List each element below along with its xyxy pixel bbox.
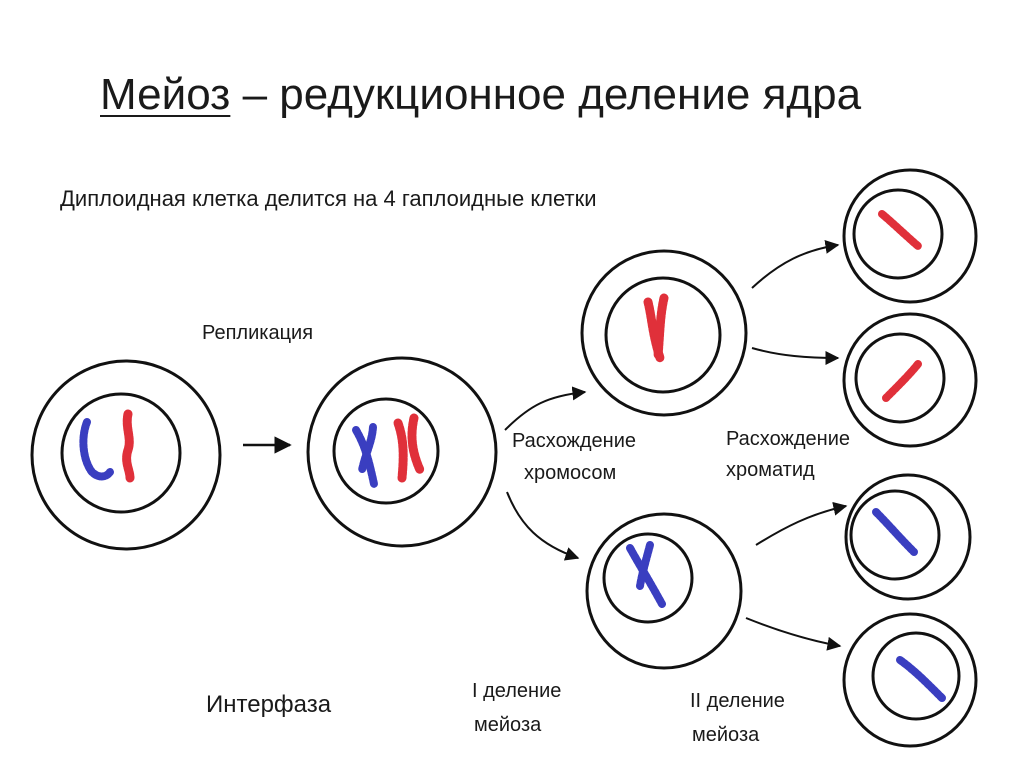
cell-nucleus (852, 188, 944, 280)
cell-nucleus (871, 631, 961, 721)
label-meiosis-1-line1: I деление (472, 680, 562, 702)
cell-nucleus (604, 276, 722, 394)
label-chromatid-separation-line2: хроматид (726, 459, 815, 481)
cell-meiosis-2-4 (842, 612, 978, 748)
chromatid-maternal (872, 508, 918, 556)
label-meiosis-2-line2: мейоза (692, 724, 760, 746)
arrow-to-upper-cell (504, 386, 587, 431)
cell-meiosis-1-upper (580, 249, 748, 417)
cell-meiosis-2-2 (842, 312, 978, 448)
label-meiosis-1-line2: мейоза (474, 714, 542, 736)
title-term: Мейоз (100, 70, 231, 119)
arrow-to-cell-1 (751, 239, 840, 289)
cell-membrane (30, 359, 222, 551)
cell-meiosis-2-1 (842, 168, 978, 304)
label-interphase: Интерфаза (206, 691, 332, 718)
cell-meiosis-2-3 (844, 473, 972, 601)
cell-membrane (842, 168, 978, 304)
chromatid-maternal-right (636, 541, 654, 590)
cell-nucleus (602, 532, 694, 624)
label-chromosome-separation-line1: Расхождение (512, 430, 636, 452)
arrow-to-cell-3 (755, 501, 848, 546)
arrow-to-cell-4 (745, 617, 842, 651)
chromatid-paternal (878, 210, 922, 250)
cell-membrane (580, 249, 748, 417)
cell-membrane (585, 512, 743, 670)
chromatid-paternal (882, 360, 922, 402)
chromatid-paternal-left (393, 418, 408, 483)
cell-meiosis-1-lower (585, 512, 743, 670)
chromatid-maternal-right (358, 423, 377, 474)
cell-membrane (842, 312, 978, 448)
chromosome-paternal (122, 409, 135, 483)
arrow-to-cell-2 (751, 347, 840, 365)
label-chromatid-separation-line1: Расхождение (726, 428, 850, 450)
cell-nucleus (854, 332, 946, 424)
cell-nucleus (332, 397, 440, 505)
cell-nucleus (849, 489, 941, 581)
chromosome-maternal (79, 418, 114, 481)
cell-interphase (30, 359, 222, 551)
label-chromosome-separation-line2: хромосом (524, 462, 617, 484)
slide-title: Мейоз – редукционное деление ядра (100, 70, 861, 120)
cell-membrane (844, 473, 972, 601)
chromatid-paternal-right (407, 413, 425, 475)
title-rest: – редукционное деление ядра (230, 70, 862, 119)
subtitle: Диплоидная клетка делится на 4 гаплоидны… (60, 186, 597, 211)
label-meiosis-2-line1: II деление (690, 690, 785, 712)
label-replication: Репликация (202, 322, 314, 344)
chromatid-paternal-right (653, 293, 669, 361)
cell-membrane (306, 356, 498, 548)
chromatid-maternal (896, 656, 946, 702)
arrow-to-lower-cell (506, 491, 580, 561)
cell-nucleus (60, 392, 182, 514)
cell-replicated (306, 356, 498, 548)
cell-membrane (842, 612, 978, 748)
